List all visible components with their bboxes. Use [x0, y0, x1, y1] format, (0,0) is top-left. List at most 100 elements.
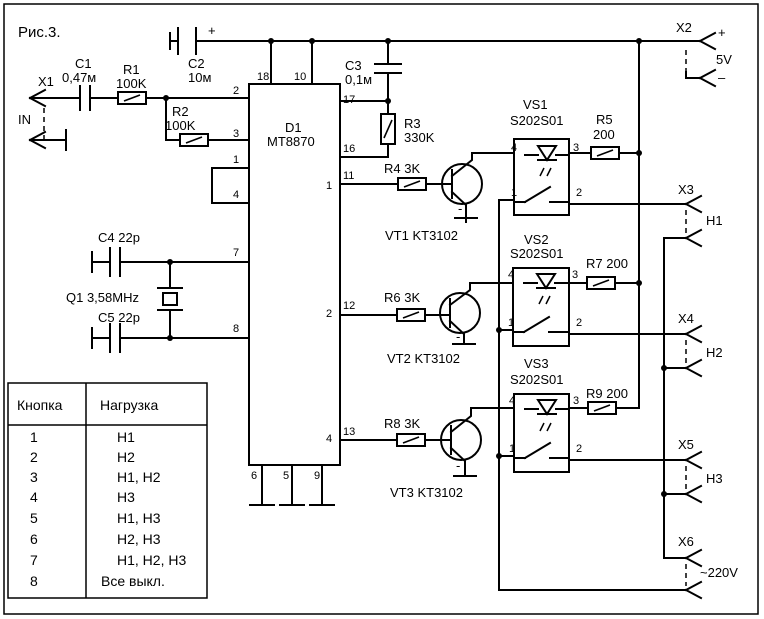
vs3-pin4: 4 — [509, 395, 515, 407]
x5-label: H3 — [706, 471, 723, 486]
resistor-r1: R1 100K — [116, 62, 147, 105]
mains-common-bus — [498, 199, 687, 591]
vt1-label: VT1 KT3102 — [385, 228, 458, 243]
junction-dots — [163, 38, 667, 497]
table-cell: 4 — [30, 489, 38, 505]
capacitor-c5 — [91, 323, 250, 353]
figure-title: Рис.3. — [18, 24, 61, 41]
ic-pin-16: 16 — [343, 143, 355, 155]
ic-part-label: MT8870 — [267, 134, 315, 149]
table-cell: 7 — [30, 552, 38, 568]
ic-ground-pins — [249, 464, 335, 506]
transistor-vt2: - VT2 KT3102 — [387, 282, 481, 366]
table-cell: H2, H3 — [117, 531, 161, 547]
table-cell: 2 — [30, 449, 38, 465]
vs1-pin4: 4 — [511, 142, 517, 154]
r8-label: R8 3K — [384, 416, 420, 431]
x4-label: H2 — [706, 345, 723, 360]
vs2-part: S202S01 — [510, 246, 564, 261]
connector-x6: X6 ~220V — [678, 534, 738, 600]
ic-pin-5: 5 — [283, 470, 289, 482]
x1-ref: X1 — [38, 74, 54, 89]
c4-label: C4 22p — [98, 230, 140, 245]
resistor-r9: R9 200 — [586, 386, 628, 415]
r2-value: 100K — [165, 118, 196, 133]
connector-x3: X3 H1 — [678, 182, 723, 248]
x4-ref: X4 — [678, 311, 694, 326]
ic-pin-1: 1 — [233, 154, 239, 166]
table-cell: H1 — [117, 429, 135, 445]
vs1-pin2: 2 — [576, 187, 582, 199]
c1-ref: C1 — [75, 56, 92, 71]
table-cell: Все выкл. — [101, 573, 165, 589]
c2-plus: + — [208, 23, 216, 38]
x2-ref: X2 — [676, 20, 692, 35]
connector-x5: X5 H3 — [678, 437, 723, 504]
q1-label: Q1 3,58MHz — [66, 290, 139, 305]
c3-ref: C3 — [345, 58, 362, 73]
connector-x1: X1 IN — [18, 74, 73, 151]
resistor-r6: R6 3K — [384, 290, 426, 322]
ic-pin-13: 13 — [343, 426, 355, 438]
vs1-part: S202S01 — [510, 113, 564, 128]
vt3-minus: - — [456, 458, 460, 473]
button-load-table: Кнопка Нагрузка 1 H1 2 H2 3 H1, H2 4 H3 … — [7, 382, 208, 599]
r2-ref: R2 — [172, 104, 189, 119]
r9-label: R9 200 — [586, 386, 628, 401]
ic-pin-8: 8 — [233, 323, 239, 335]
resistor-r2: R2 100K — [165, 104, 209, 147]
ic-pin-3: 3 — [233, 128, 239, 140]
connector-x2: X2 + 5V – — [676, 20, 732, 88]
vs3-part: S202S01 — [510, 372, 564, 387]
crystal-q1: Q1 3,58MHz — [66, 261, 183, 339]
table-cell: 3 — [30, 469, 38, 485]
ic-ref-label: D1 — [285, 120, 302, 135]
vt2-label: VT2 KT3102 — [387, 351, 460, 366]
r5-ref: R5 — [596, 112, 613, 127]
transistor-vt1: - VT1 KT3102 — [385, 152, 483, 243]
c5-label: C5 22p — [98, 310, 140, 325]
table-cell: 1 — [30, 429, 38, 445]
table-cell: H1, H2, H3 — [117, 552, 186, 568]
vs2-pin3: 3 — [572, 269, 578, 281]
table-cell: H1, H3 — [117, 510, 161, 526]
vs2-pin1: 1 — [508, 317, 514, 329]
vt2-minus: - — [456, 329, 460, 344]
x2-label: 5V — [716, 52, 732, 67]
transistor-vt3: - VT3 KT3102 — [390, 407, 482, 500]
vs2-pin4: 4 — [508, 269, 514, 281]
vs3-ref: VS3 — [524, 356, 549, 371]
ic-out-4: 4 — [326, 433, 332, 445]
resistor-r4: R4 3K — [384, 161, 427, 191]
connector-x4: X4 H2 — [678, 311, 723, 378]
x3-ref: X3 — [678, 182, 694, 197]
c1-value: 0,47м — [62, 70, 96, 85]
ic-pin-9: 9 — [314, 470, 320, 482]
vs1-ref: VS1 — [523, 97, 548, 112]
r5-value: 200 — [593, 127, 615, 142]
c2-value: 10м — [188, 70, 211, 85]
vs2-ref: VS2 — [524, 232, 549, 247]
vs3-pin3: 3 — [573, 395, 579, 407]
ic-d1: D1 MT8870 18 10 2 17 3 16 1 1 11 4 7 2 1… — [233, 71, 355, 482]
table-cell: 6 — [30, 531, 38, 547]
ic-pin-12: 12 — [343, 300, 355, 312]
vs3-pin2: 2 — [576, 443, 582, 455]
r3-value: 330K — [404, 130, 435, 145]
table-cell: H1, H2 — [117, 469, 161, 485]
ic-pin-18: 18 — [257, 71, 269, 83]
resistor-r3: R3 330K — [380, 113, 435, 145]
ic-pin-7: 7 — [233, 247, 239, 259]
x5-ref: X5 — [678, 437, 694, 452]
resistor-r7: R7 200 — [586, 256, 628, 290]
table-cell: H3 — [117, 489, 135, 505]
vt1-minus: - — [458, 201, 462, 216]
table-cell: H2 — [117, 449, 135, 465]
relay-vs1: VS1 S202S01 4 3 1 2 — [510, 97, 582, 216]
ic-out-2: 2 — [326, 308, 332, 320]
x3-label: H1 — [706, 213, 723, 228]
ic-pin-11: 11 — [343, 170, 354, 182]
vs3-pin1: 1 — [509, 443, 515, 455]
